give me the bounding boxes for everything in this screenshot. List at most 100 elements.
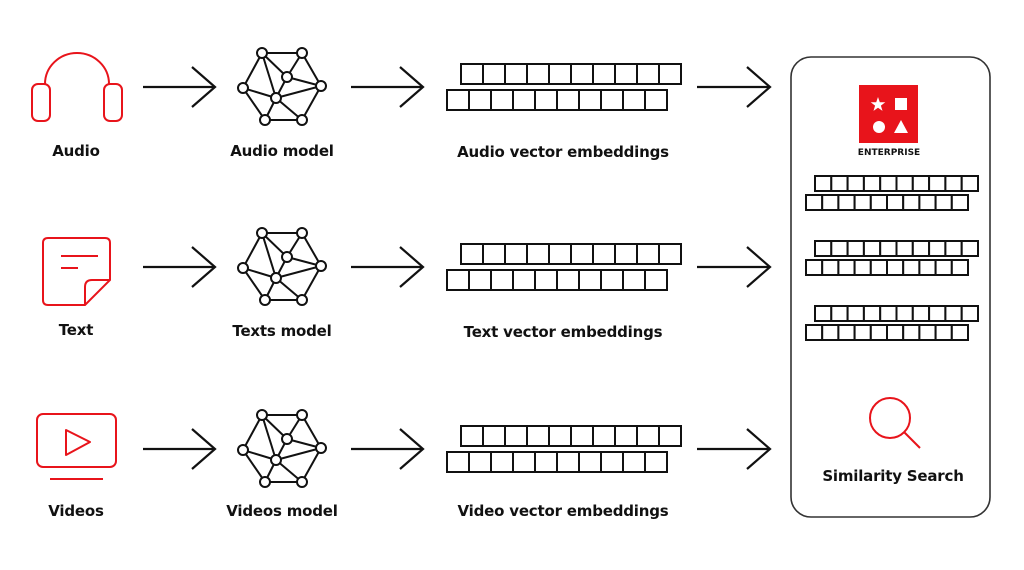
vector-cell — [570, 243, 594, 265]
triangle-icon — [894, 120, 908, 133]
circle-icon — [873, 121, 885, 133]
enterprise-logo-icon — [859, 85, 918, 143]
stored-vector-bottom — [805, 324, 969, 341]
vector-cell — [504, 425, 528, 447]
vector-cell — [446, 89, 470, 111]
vector-cell — [902, 194, 921, 211]
vector-cell — [814, 240, 833, 257]
vector-cell — [600, 269, 624, 291]
neural-network-icon — [237, 227, 327, 306]
vector-cell — [805, 324, 824, 341]
vector-cell — [960, 240, 980, 257]
network-node — [237, 262, 249, 274]
vector-cell — [534, 451, 558, 473]
vector-cell — [578, 451, 602, 473]
arrow-to-model — [143, 246, 217, 288]
vector-cell — [862, 305, 882, 322]
vector-cell — [918, 194, 937, 211]
model-label-videos: Videos model — [226, 502, 338, 520]
document-icon — [42, 237, 111, 306]
vector-cell — [879, 175, 898, 192]
vector-cell — [928, 240, 947, 257]
vector-cell — [570, 425, 594, 447]
vector-cell — [862, 175, 882, 192]
vector-cell — [460, 63, 484, 85]
vector-cell — [548, 425, 572, 447]
stored-vector-bottom — [805, 194, 969, 211]
vector-cell — [658, 425, 682, 447]
vector-cell — [526, 243, 550, 265]
vector-cell — [636, 243, 660, 265]
vector-cell — [482, 63, 506, 85]
model-label-text: Texts model — [232, 322, 332, 340]
vector-cell — [853, 324, 872, 341]
pipeline-row — [31, 47, 772, 126]
network-node — [270, 272, 282, 284]
input-label-text: Text — [58, 321, 94, 339]
vector-cell — [534, 269, 558, 291]
embedding-vector-top — [460, 63, 682, 85]
embedding-vector-bottom — [446, 269, 668, 291]
vector-cell — [644, 451, 668, 473]
stored-vector-group — [805, 175, 980, 211]
vector-cell — [460, 425, 484, 447]
embedding-vector-top — [460, 243, 682, 265]
vector-cell — [911, 305, 931, 322]
vector-cell — [944, 305, 963, 322]
similarity-search-label: Similarity Search — [822, 467, 964, 485]
vector-cell — [895, 305, 914, 322]
vector-cell — [548, 63, 572, 85]
vector-cell — [869, 194, 888, 211]
vector-cell — [644, 269, 668, 291]
vector-cell — [468, 269, 492, 291]
vector-cell — [512, 89, 536, 111]
vector-cell — [592, 425, 616, 447]
vector-cell — [658, 63, 682, 85]
network-node — [296, 476, 308, 488]
vector-cell — [950, 324, 969, 341]
vector-cell — [504, 243, 528, 265]
network-node — [315, 260, 327, 272]
arrow-to-model — [143, 428, 217, 470]
vector-cell — [468, 451, 492, 473]
vector-cell — [846, 240, 865, 257]
vector-cell — [658, 243, 682, 265]
vector-cell — [534, 89, 558, 111]
stored-vector-group — [805, 240, 980, 276]
network-node — [281, 433, 293, 445]
vector-cell — [814, 175, 833, 192]
vector-cell — [805, 194, 824, 211]
vector-cell — [512, 269, 536, 291]
network-node — [315, 442, 327, 454]
embedding-vector-bottom — [446, 451, 668, 473]
vector-cell — [846, 305, 865, 322]
vector-cell — [578, 89, 602, 111]
stored-vector-top — [814, 305, 980, 322]
vector-cell — [805, 259, 824, 276]
square-icon — [895, 98, 907, 110]
neural-network-icon — [237, 47, 327, 126]
enterprise-label: ENTERPRISE — [857, 148, 921, 158]
arrow-to-embeddings — [351, 246, 425, 288]
network-node — [270, 454, 282, 466]
vector-cell — [622, 269, 646, 291]
network-node — [296, 409, 308, 421]
vector-cell — [570, 63, 594, 85]
network-node — [256, 47, 268, 59]
embeddings-label-audio: Audio vector embeddings — [457, 143, 669, 161]
arrow-to-database — [697, 246, 772, 288]
vector-cell — [490, 451, 514, 473]
network-node — [315, 80, 327, 92]
vector-cell — [468, 89, 492, 111]
arrow-to-embeddings — [351, 66, 425, 108]
stored-vector-top — [814, 175, 980, 192]
vector-cell — [526, 425, 550, 447]
input-label-audio: Audio — [52, 142, 100, 160]
vector-cell — [830, 240, 849, 257]
vector-cell — [879, 240, 898, 257]
embeddings-label-videos: Video vector embeddings — [457, 502, 669, 520]
vector-cell — [837, 259, 856, 276]
vector-cell — [592, 63, 616, 85]
video-player-icon — [36, 413, 117, 480]
